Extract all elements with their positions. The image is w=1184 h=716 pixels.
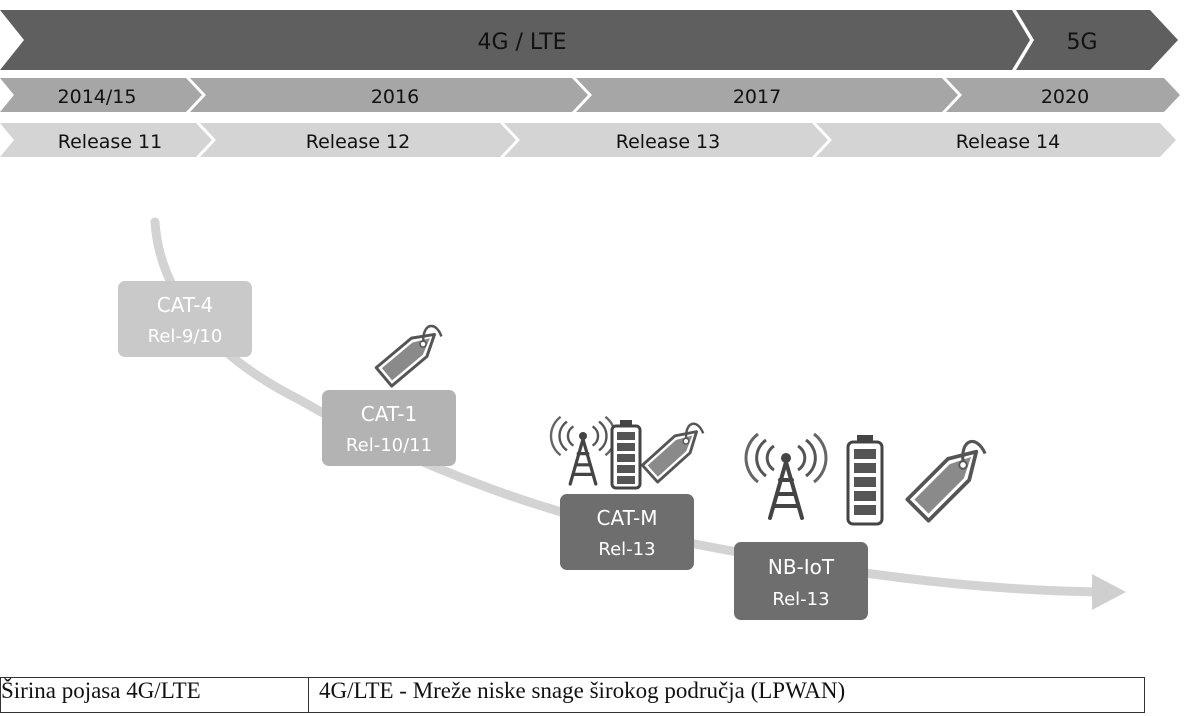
battery-icon — [610, 420, 642, 490]
price-tag-icon — [905, 434, 994, 523]
release-label: Release 14 — [956, 131, 1060, 153]
year-segment-2020 — [946, 78, 1180, 112]
footer-table: Širina pojasa 4G/LTE 4G/LTE - Mreže nisk… — [0, 677, 1145, 713]
band-5g — [1016, 10, 1178, 70]
year-label: 2017 — [733, 86, 781, 108]
antenna-tower-icon — [744, 432, 828, 520]
catm-title: CAT-M — [597, 506, 658, 530]
release-segment-12 — [200, 123, 516, 157]
evolution-arrowhead — [1092, 574, 1126, 610]
cat4-box — [118, 281, 252, 357]
nbiot-box — [734, 542, 868, 620]
year-label: 2020 — [1041, 86, 1089, 108]
band-4g-lte — [0, 10, 1030, 70]
generation-label-5g: 5G — [1066, 30, 1097, 55]
table-cell-lpwan: 4G/LTE - Mreže niske snage širokog podru… — [308, 677, 1145, 713]
release-segment-13 — [504, 123, 828, 157]
cat1-box — [322, 390, 456, 466]
release-label: Release 13 — [616, 131, 720, 153]
cat1-title: CAT-1 — [361, 402, 417, 426]
cat1-release: Rel-10/11 — [346, 435, 432, 456]
year-segment-2016 — [190, 78, 588, 112]
year-label: 2016 — [371, 86, 419, 108]
year-segment-2017 — [576, 78, 958, 112]
year-segment-2014 — [0, 78, 202, 112]
cat4-title: CAT-4 — [157, 293, 213, 317]
table-row: Širina pojasa 4G/LTE 4G/LTE - Mreže nisk… — [0, 677, 1145, 713]
table-cell-bandwidth: Širina pojasa 4G/LTE — [0, 677, 309, 713]
catm-box — [560, 494, 694, 570]
catm-release: Rel-13 — [598, 539, 655, 560]
release-segment-14 — [816, 123, 1176, 157]
price-tag-icon — [374, 320, 449, 388]
price-tag-icon — [640, 418, 710, 484]
cat4-release: Rel-9/10 — [148, 326, 223, 347]
battery-icon — [846, 435, 884, 526]
release-label: Release 11 — [58, 131, 162, 153]
year-label: 2014/15 — [58, 86, 137, 108]
release-segment-11 — [0, 123, 212, 157]
antenna-tower-icon — [549, 415, 617, 486]
release-label: Release 12 — [306, 131, 410, 153]
nbiot-release: Rel-13 — [772, 589, 829, 610]
nbiot-title: NB-IoT — [768, 555, 835, 579]
generation-label-4g: 4G / LTE — [477, 30, 566, 55]
